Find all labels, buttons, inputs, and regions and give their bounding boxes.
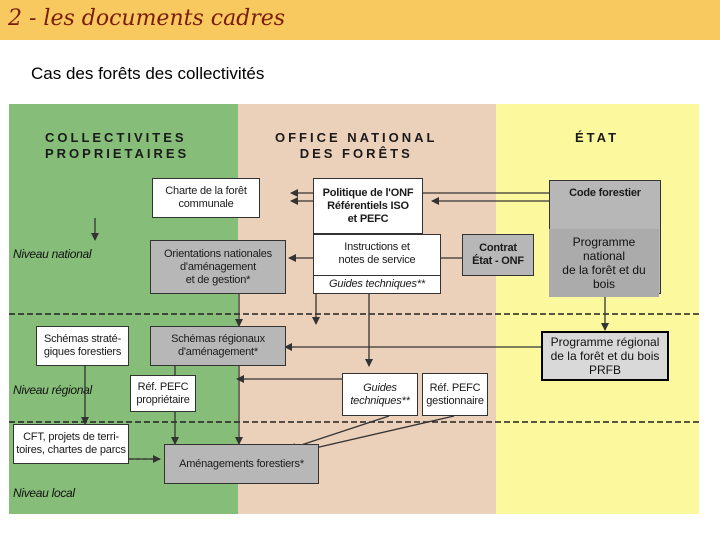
box-guides-techniques-regional: Guides techniques** xyxy=(342,373,418,416)
documents-diagram: COLLECTIVITES PROPRIETAIRES OFFICE NATIO… xyxy=(9,104,699,514)
column-etat xyxy=(496,104,699,514)
box-orientations-nationales: Orientations nationales d'aménagement et… xyxy=(150,240,286,294)
box-cft-projets: CFT, projets de terri- toires, chartes d… xyxy=(13,424,129,464)
box-amenagements-forestiers: Aménagements forestiers* xyxy=(164,444,319,484)
level-national: Niveau national xyxy=(13,247,92,261)
box-instructions: Instructions et notes de service xyxy=(313,234,441,276)
box-schemas-regionaux: Schémas régionaux d'aménagement* xyxy=(150,326,286,366)
box-schemas-strategiques: Schémas straté- giques forestiers xyxy=(36,326,129,366)
box-contrat-etat-onf: Contrat État - ONF xyxy=(462,234,534,276)
header-collectivites: COLLECTIVITES PROPRIETAIRES xyxy=(45,130,190,161)
box-politique-onf: Politique de l'ONF Référentiels ISO et P… xyxy=(313,178,423,234)
slide-subtitle: Cas des forêts des collectivités xyxy=(31,64,265,83)
overlay-programme-regional: Programme régional de la forêt et du boi… xyxy=(541,331,669,381)
box-guides-techniques-national: Guides techniques** xyxy=(313,276,441,294)
level-regional: Niveau régional xyxy=(13,383,92,397)
overlay-programme-national: Programme national de la forêt et du boi… xyxy=(549,229,659,297)
header-etat: ÉTAT xyxy=(575,130,620,145)
page-title: 2 - les documents cadres xyxy=(8,6,286,31)
title-bar: 2 - les documents cadres xyxy=(0,0,720,40)
box-ref-pefc-gestionnaire: Réf. PEFC gestionnaire xyxy=(422,373,488,416)
box-charte-foret: Charte de la forêt communale xyxy=(152,178,260,218)
level-local: Niveau local xyxy=(13,486,75,500)
header-onf: OFFICE NATIONAL DES FORÊTS xyxy=(275,130,438,161)
box-ref-pefc-proprietaire: Réf. PEFC propriétaire xyxy=(130,375,196,412)
